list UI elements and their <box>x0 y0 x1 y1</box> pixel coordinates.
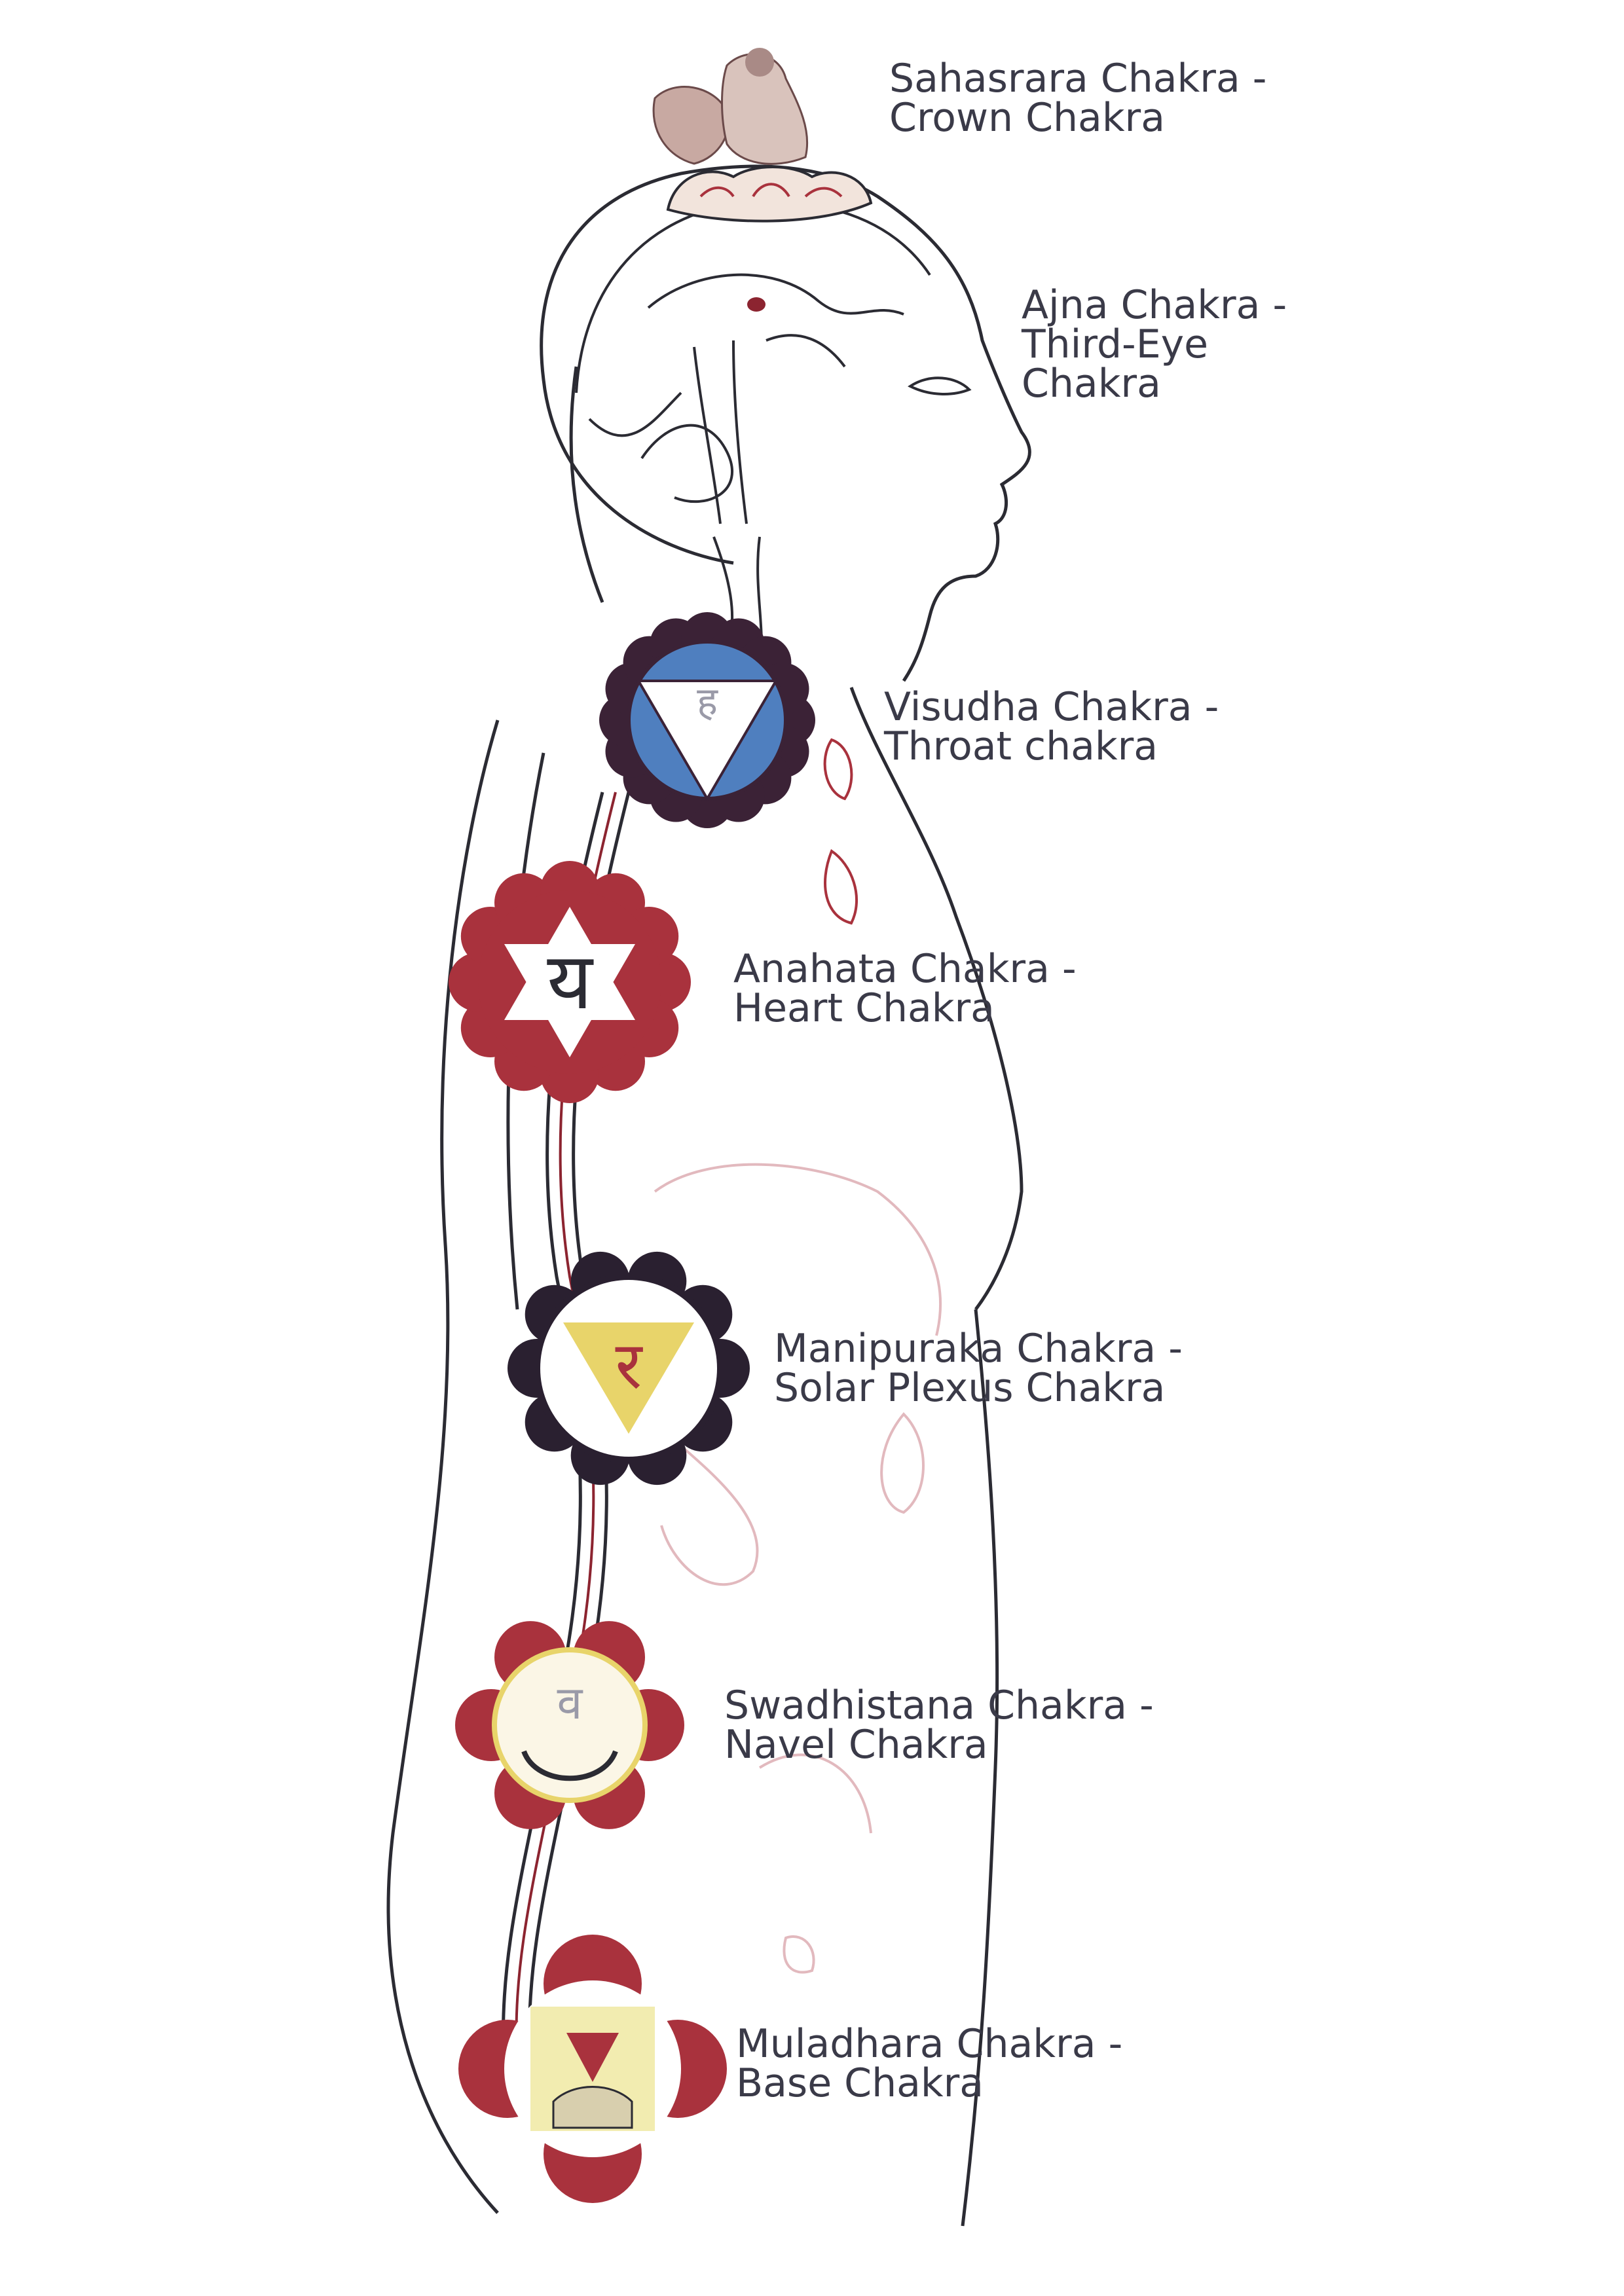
label-manipuraka-line2: Solar Plexus Chakra <box>774 1365 1165 1411</box>
label-muladhara-line2: Base Chakra <box>736 2060 984 2106</box>
label-swadhistana-line2: Navel Chakra <box>724 1722 988 1768</box>
svg-text:र: र <box>616 1327 644 1404</box>
eye-icon <box>908 376 972 395</box>
label-swadhistana-line1: Swadhistana Chakra - <box>724 1683 1154 1728</box>
organ-outlines <box>654 738 942 1974</box>
label-ajna-line1: Ajna Chakra - <box>1022 282 1287 328</box>
label-ajna-line3: Chakra <box>1022 361 1161 407</box>
label-ajna-line2: Third-Eye <box>1021 321 1208 367</box>
anahata-chakra-icon: य <box>449 861 691 1103</box>
crown-lotus-icon <box>652 48 873 223</box>
label-manipuraka-line1: Manipuraka Chakra - <box>774 1326 1183 1372</box>
svg-text:ह: ह <box>697 679 718 725</box>
svg-text:व: व <box>557 1676 583 1730</box>
swadhistana-chakra-icon: व <box>455 1621 684 1829</box>
label-muladhara-line1: Muladhara Chakra - <box>736 2021 1122 2067</box>
label-sahasrara-line1: Sahasrara Chakra - <box>889 56 1266 101</box>
label-visudha-line1: Visudha Chakra - <box>884 684 1219 730</box>
manipuraka-chakra-icon: र <box>507 1251 750 1485</box>
label-sahasrara-line2: Crown Chakra <box>889 95 1165 141</box>
brain-outline <box>575 200 931 668</box>
third-eye-dot <box>747 297 766 312</box>
label-visudha-line2: Throat chakra <box>883 723 1158 769</box>
visudha-chakra-icon: ह <box>599 612 815 828</box>
muladhara-chakra-icon <box>458 1935 727 2203</box>
label-anahata-line2: Heart Chakra <box>733 985 995 1031</box>
label-anahata-line1: Anahata Chakra - <box>733 946 1077 992</box>
svg-text:य: य <box>547 936 594 1027</box>
